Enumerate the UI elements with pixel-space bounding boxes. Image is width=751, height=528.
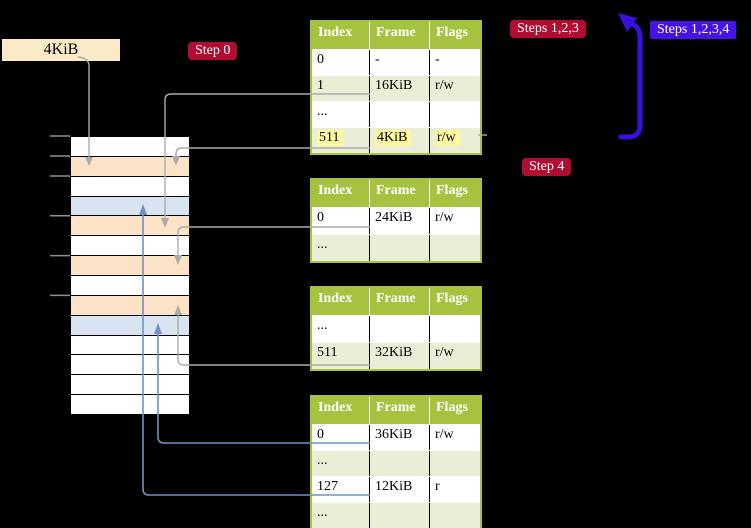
memory-frame-row xyxy=(71,335,189,356)
memory-frame-row xyxy=(71,236,189,257)
table-cell: 16KiB xyxy=(370,76,430,101)
table-row: 0 36KiB r/w xyxy=(312,424,480,450)
table-cell: 0 xyxy=(312,425,370,450)
highlight-mark: 4KiB xyxy=(375,130,412,146)
column-header: Frame xyxy=(370,397,430,424)
table-cell xyxy=(430,235,480,261)
frame-4kib-label: 4KiB xyxy=(2,39,120,61)
table-row: 511 32KiB r/w xyxy=(312,342,480,369)
table-row: ... xyxy=(312,315,480,342)
table-cell xyxy=(430,316,480,342)
memory-frame-row xyxy=(71,216,189,237)
column-header: Flags xyxy=(436,400,468,415)
physical-memory-strip xyxy=(70,136,190,415)
table-row: 0 24KiB r/w xyxy=(312,207,480,234)
table-row: 127 12KiB r xyxy=(312,476,480,502)
column-header: Flags xyxy=(436,183,468,198)
table-cell: r/w xyxy=(435,78,454,93)
table-cell: - xyxy=(370,50,430,75)
column-header: Frame xyxy=(370,22,430,49)
table-cell: 511 xyxy=(312,128,370,153)
memory-address-ticks xyxy=(50,135,70,297)
table-cell: ... xyxy=(312,235,370,261)
page-table-1: Index Frame Flags 0 - - 1 16KiB r/w ... … xyxy=(310,20,482,155)
table-cell xyxy=(370,503,430,528)
table-row: 1 16KiB r/w xyxy=(312,75,480,101)
table-cell: 36KiB xyxy=(370,425,430,450)
steps1234-badge: Steps 1,2,3,4 xyxy=(650,21,737,39)
table-cell: r xyxy=(435,479,440,494)
memory-frame-row xyxy=(71,276,189,296)
table-cell: r/w xyxy=(435,210,454,225)
memory-frame-row xyxy=(71,176,189,197)
memory-frame-row xyxy=(71,137,189,157)
table-header-row: Index Frame Flags xyxy=(312,288,480,315)
table-cell: 12KiB xyxy=(370,477,430,502)
column-header: Frame xyxy=(370,180,430,207)
table-row-highlighted: 511 4KiB r/w xyxy=(312,127,480,153)
table-cell: 4KiB xyxy=(370,128,430,153)
table-row: ... xyxy=(312,101,480,127)
column-header: Index xyxy=(312,22,370,49)
table-cell: ... xyxy=(312,102,370,127)
page-table-4: Index Frame Flags 0 36KiB r/w ... 127 12… xyxy=(310,395,482,528)
big-loop-arrowhead-icon xyxy=(618,13,637,32)
column-header: Index xyxy=(312,288,370,315)
memory-frame-row xyxy=(71,196,189,217)
table-cell: ... xyxy=(312,451,370,476)
memory-frame-row xyxy=(71,156,189,177)
table-cell xyxy=(370,451,430,476)
table-cell: ... xyxy=(312,503,370,528)
table-row: ... xyxy=(312,450,480,476)
table-cell: 24KiB xyxy=(370,208,430,234)
table-cell: 0 xyxy=(312,208,370,234)
memory-frame-row xyxy=(71,355,189,376)
column-header: Index xyxy=(312,180,370,207)
table-header-row: Index Frame Flags xyxy=(312,22,480,49)
table-cell xyxy=(430,503,480,528)
table-cell: 511 xyxy=(312,343,370,369)
table-header-row: Index Frame Flags xyxy=(312,397,480,424)
table-cell xyxy=(370,102,430,127)
memory-frame-row xyxy=(71,315,189,336)
memory-frame-row xyxy=(71,256,189,277)
table-cell: 127 xyxy=(312,477,370,502)
memory-frame-row xyxy=(71,375,189,396)
big-loop-arrow xyxy=(618,21,643,140)
step0-badge: Step 0 xyxy=(188,42,238,60)
table-row: 0 - - xyxy=(312,49,480,75)
memory-frame-row xyxy=(71,295,189,316)
table-cell: r/w xyxy=(435,427,454,442)
highlight-mark: r/w xyxy=(435,130,460,146)
table-cell: r/w xyxy=(435,345,454,360)
table-row: ... xyxy=(312,502,480,528)
steps123-badge: Steps 1,2,3 xyxy=(510,20,586,38)
table-cell xyxy=(430,451,480,476)
table-cell: - xyxy=(435,52,440,67)
table-cell: 1 xyxy=(312,76,370,101)
table-row: ... xyxy=(312,234,480,261)
page-table-3: Index Frame Flags ... 511 32KiB r/w xyxy=(310,286,482,371)
table-cell: r/w xyxy=(430,128,480,153)
column-header: Frame xyxy=(370,288,430,315)
highlight-mark: 511 xyxy=(317,130,344,146)
step4-badge: Step 4 xyxy=(522,158,572,176)
memory-frame-row xyxy=(71,395,189,415)
table-cell xyxy=(370,235,430,261)
table-cell: 0 xyxy=(312,50,370,75)
table-header-row: Index Frame Flags xyxy=(312,180,480,207)
column-header: Flags xyxy=(436,291,468,306)
page-table-2: Index Frame Flags 0 24KiB r/w ... xyxy=(310,178,482,263)
table-cell xyxy=(370,316,430,342)
column-header: Flags xyxy=(436,25,468,40)
column-header: Index xyxy=(312,397,370,424)
table-cell xyxy=(430,102,480,127)
table-cell: ... xyxy=(312,316,370,342)
table-cell: 32KiB xyxy=(370,343,430,369)
